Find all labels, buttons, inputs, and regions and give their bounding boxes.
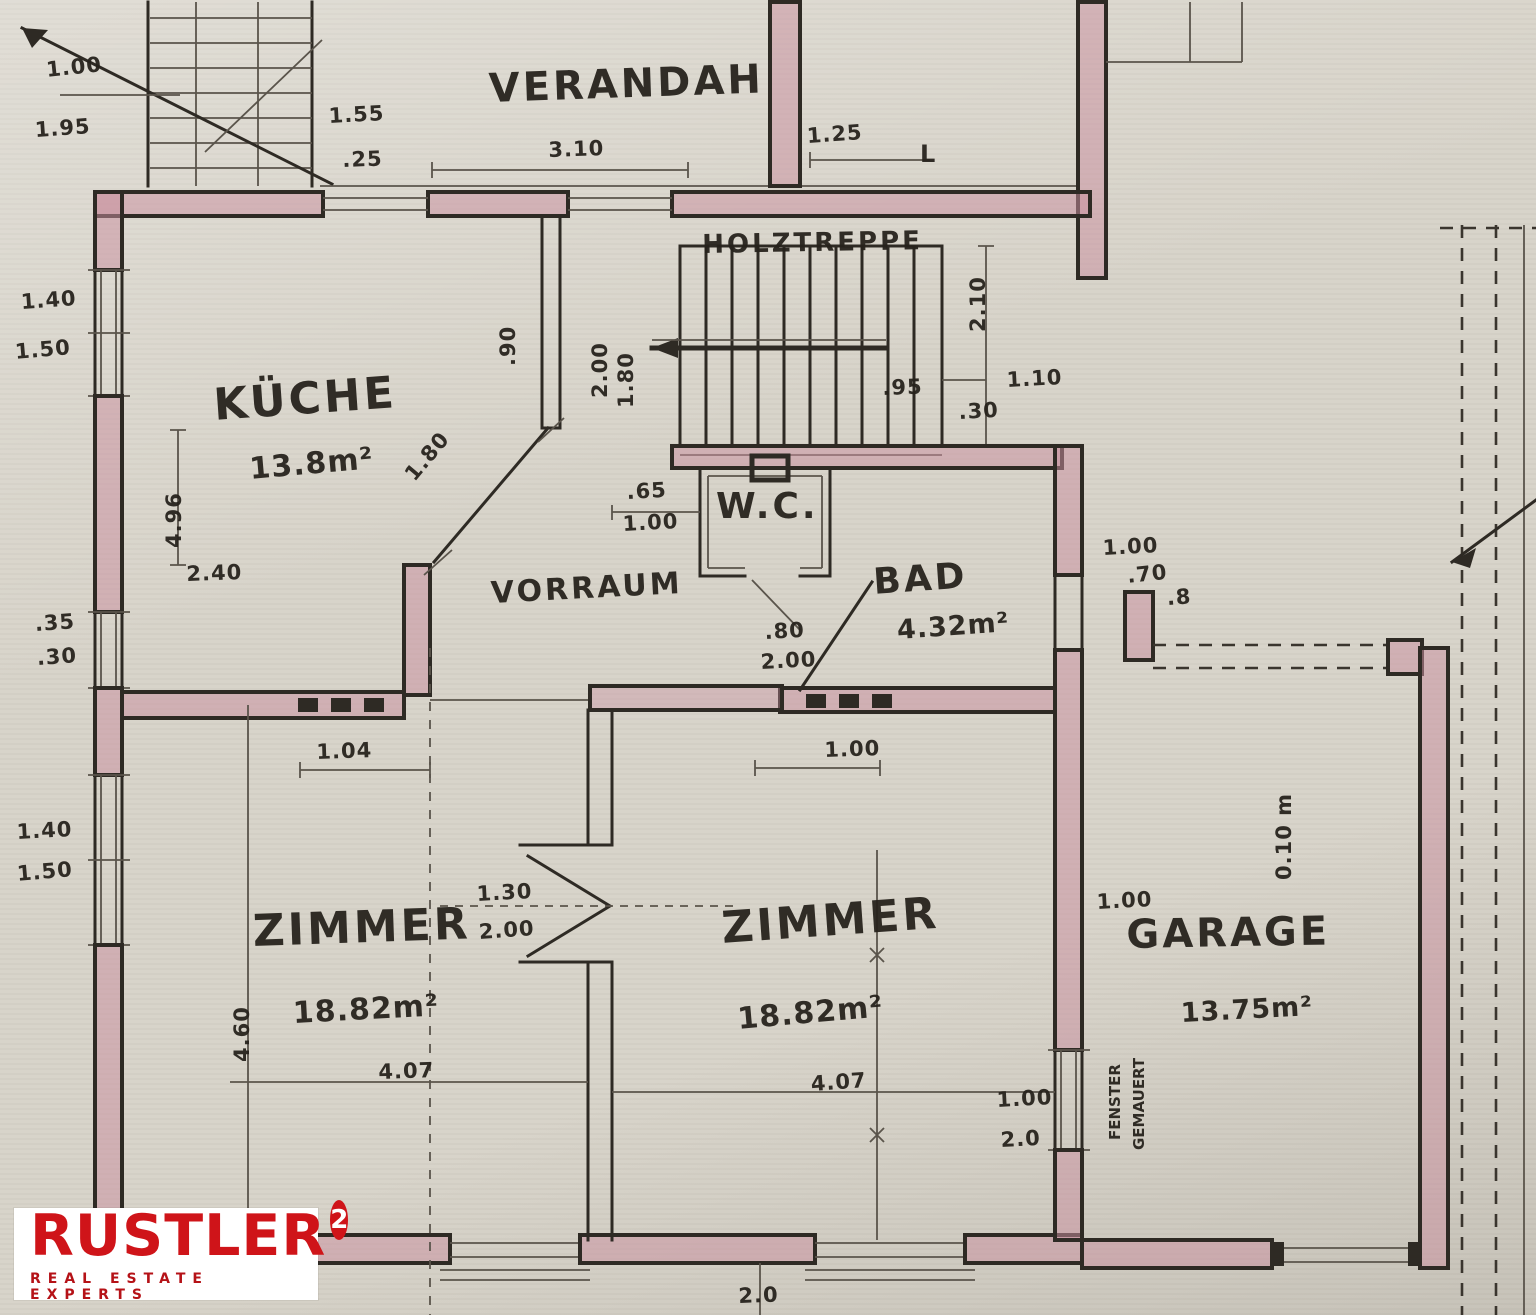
dim-label: 1.30	[476, 879, 534, 906]
room-label-zimmer-right: ZIMMER	[720, 887, 941, 954]
area-label-bad: 4.32m²	[896, 607, 1011, 646]
dim-label: 0.10 m	[1272, 792, 1296, 880]
dim-label: .30	[36, 643, 78, 670]
logo-brand-text: RUSTLER	[30, 1202, 327, 1269]
area-label-zimmer-right: 18.82m²	[736, 989, 885, 1037]
veranda	[320, 0, 1243, 280]
dim-label: 1.40	[20, 286, 78, 314]
room-label-bad: BAD	[872, 555, 969, 603]
dim-label: 2.00	[588, 342, 612, 398]
dim-label: .25	[342, 146, 384, 172]
kitchen-partitions	[120, 214, 565, 778]
logo-tagline: REAL ESTATE EXPERTS	[30, 1270, 209, 1303]
rustler-logo: RUSTLER 2 REAL ESTATE EXPERTS	[14, 1199, 349, 1303]
dim-label: .8	[1166, 584, 1193, 610]
logo-brand-row: RUSTLER 2	[30, 1199, 349, 1265]
overhang-dashed	[1440, 225, 1536, 1315]
room-label-kueche: KÜCHE	[212, 367, 399, 431]
dim-label: 2.10	[966, 276, 990, 332]
dim-label: 2.00	[760, 647, 818, 674]
east-wall	[1048, 444, 1090, 1242]
dim-label: 1.00	[824, 736, 881, 762]
room-label-vorraum: VORRAUM	[490, 565, 684, 611]
vorraum-south-wall	[430, 684, 784, 712]
dim-label: 1.50	[16, 857, 74, 886]
dim-label: 1.25	[806, 120, 864, 148]
area-label-kueche: 13.8m²	[248, 441, 375, 487]
dim-label: 1.10	[1006, 365, 1064, 392]
dim-label: 4.96	[162, 492, 186, 548]
dim-label: .80	[764, 617, 806, 644]
dim-label: 1.00	[1096, 887, 1154, 914]
dim-label: 1.95	[34, 114, 92, 142]
dim-label: .90	[496, 325, 520, 366]
dim-label: .30	[958, 397, 1000, 424]
dim-label: .35	[34, 609, 76, 636]
dim-label: 2.00	[478, 916, 536, 944]
wc-partition	[611, 453, 832, 631]
room-label-holztreppe: HOLZTREPPE	[702, 226, 924, 260]
area-label-garage: 13.75m²	[1180, 991, 1314, 1029]
dim-label: 2.0	[738, 1282, 780, 1308]
dim-label: 1.55	[328, 101, 386, 128]
dim-label: 4.07	[378, 1058, 435, 1084]
area-label-zimmer-left: 18.82m²	[292, 988, 440, 1031]
dim-label: L	[920, 140, 937, 168]
dim-label: .95	[882, 374, 924, 400]
exterior-stairs	[19, 0, 335, 188]
note-label-gemauert: GEMAUERT	[1130, 1057, 1148, 1150]
dim-label: 1.00	[622, 509, 680, 536]
dim-label: 3.10	[548, 136, 605, 162]
zimmer-divider	[440, 708, 740, 1242]
dim-label: .70	[1126, 559, 1169, 588]
room-label-verandah: VERANDAH	[488, 56, 765, 112]
dim-label: 1.00	[996, 1085, 1054, 1112]
dim-label: 1.40	[16, 817, 74, 844]
stairs-holztreppe	[649, 244, 994, 456]
dim-label: 1.04	[316, 738, 373, 764]
room-label-garage: GARAGE	[1126, 908, 1331, 958]
dim-label: 1.80	[400, 427, 455, 486]
dim-label: 1.50	[14, 335, 72, 364]
room-label-zimmer-left: ZIMMER	[252, 898, 472, 957]
dim-label: 4.60	[230, 1006, 254, 1062]
dim-label: 1.00	[45, 52, 104, 82]
dim-label: 1.80	[614, 352, 638, 408]
garage	[869, 590, 1450, 1270]
dim-label: .65	[626, 477, 668, 504]
dim-label: 2.40	[186, 560, 243, 586]
dim-label: 1.00	[1102, 533, 1160, 560]
room-label-wc: W.C.	[716, 486, 819, 527]
logo-superscript-badge: 2	[330, 1199, 349, 1240]
note-label-fenster: FENSTER	[1106, 1064, 1124, 1140]
dimension-guides	[170, 152, 1055, 1315]
dim-label: 4.07	[810, 1068, 868, 1096]
dim-label: 2.0	[1000, 1125, 1042, 1152]
